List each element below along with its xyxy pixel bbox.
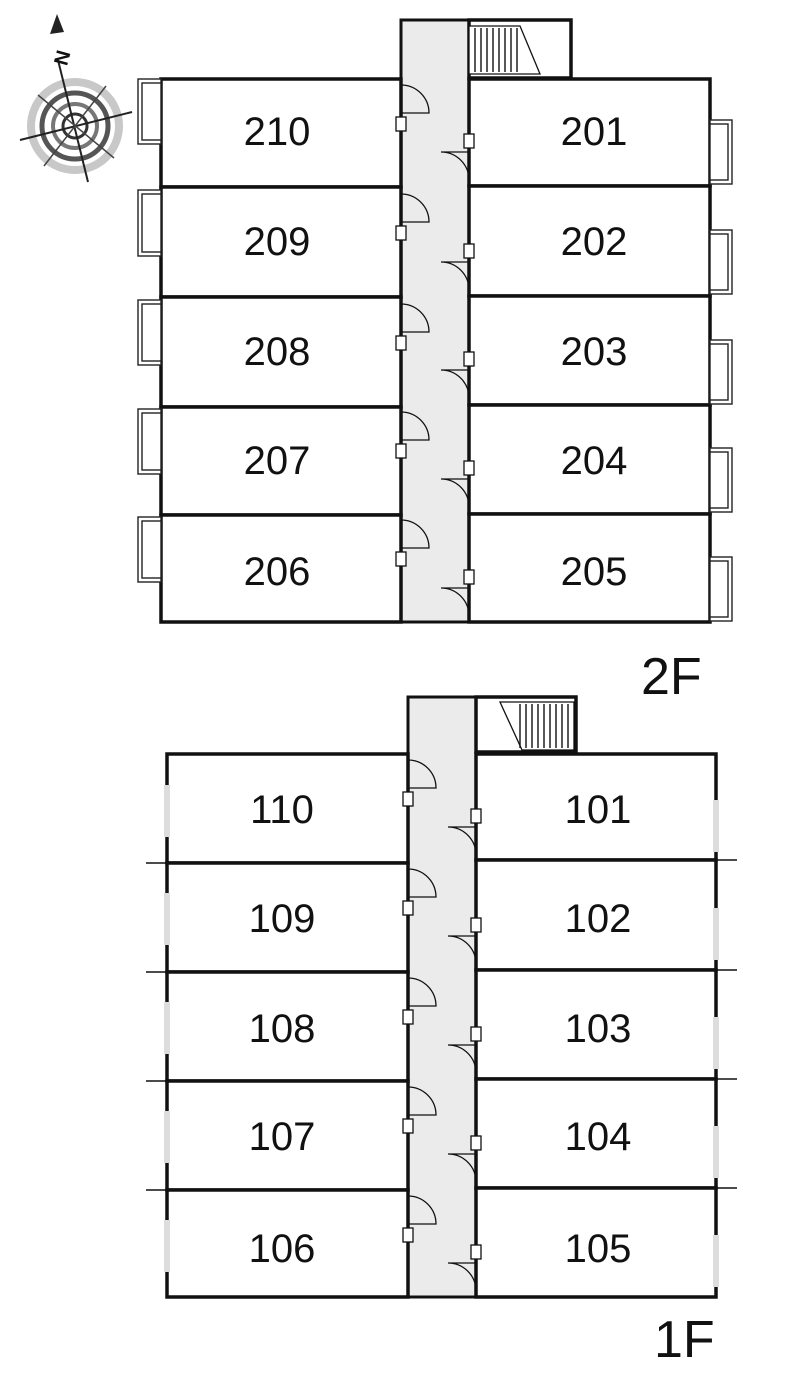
unit-number: 101 — [565, 788, 632, 832]
stair-icon-1f — [498, 701, 575, 751]
unit-number: 103 — [565, 1007, 632, 1051]
unit-102[interactable]: 102 — [474, 858, 718, 972]
unit-209[interactable]: 209 — [159, 185, 403, 299]
unit-205[interactable]: 205 — [467, 512, 712, 624]
compass-north-label: N — [51, 48, 76, 68]
unit-103[interactable]: 103 — [474, 968, 718, 1081]
doors-right-1f — [447, 808, 482, 1292]
unit-number: 203 — [561, 330, 628, 374]
unit-number: 206 — [244, 550, 311, 594]
unit-number: 104 — [565, 1115, 632, 1159]
unit-206[interactable]: 206 — [159, 513, 403, 624]
corridor-1f — [406, 695, 478, 1299]
unit-number: 202 — [561, 220, 628, 264]
unit-207[interactable]: 207 — [159, 405, 403, 517]
unit-number: 201 — [561, 110, 628, 154]
unit-110[interactable]: 110 — [165, 752, 410, 865]
unit-208[interactable]: 208 — [159, 295, 403, 409]
unit-104[interactable]: 104 — [474, 1077, 718, 1190]
unit-number: 207 — [244, 439, 311, 483]
doors-right-2f — [440, 133, 475, 617]
unit-203[interactable]: 203 — [467, 294, 712, 407]
compass-icon: N — [19, 14, 133, 183]
floor-2f: 210 209 208 207 206 201 202 203 — [137, 18, 733, 706]
unit-number: 110 — [250, 788, 314, 832]
partition-ticks-1f — [146, 785, 737, 1287]
unit-107[interactable]: 107 — [165, 1079, 410, 1192]
floor-label-2f: 2F — [641, 648, 702, 706]
unit-number: 107 — [249, 1115, 316, 1159]
corridor-2f — [399, 18, 471, 624]
balconies-right-2f — [709, 119, 733, 622]
unit-number: 102 — [565, 897, 632, 941]
doors-left-1f — [402, 759, 437, 1243]
unit-number: 108 — [249, 1007, 316, 1051]
unit-number: 209 — [244, 220, 311, 264]
unit-106[interactable]: 106 — [165, 1188, 410, 1299]
unit-number: 109 — [249, 897, 316, 941]
floor-1f: 110 109 108 107 106 101 102 103 — [146, 695, 737, 1369]
unit-number: 105 — [565, 1227, 632, 1271]
unit-number: 106 — [249, 1227, 316, 1271]
floor-label-1f: 1F — [654, 1311, 715, 1369]
unit-number: 210 — [244, 110, 311, 154]
unit-201[interactable]: 201 — [467, 77, 712, 188]
unit-101[interactable]: 101 — [474, 752, 718, 862]
unit-number: 205 — [561, 550, 628, 594]
unit-202[interactable]: 202 — [467, 184, 712, 298]
stair-icon-2f — [468, 25, 541, 75]
doors-left-2f — [395, 84, 430, 567]
unit-109[interactable]: 109 — [165, 861, 410, 974]
unit-105[interactable]: 105 — [474, 1186, 718, 1299]
unit-number: 204 — [561, 439, 628, 483]
unit-108[interactable]: 108 — [165, 970, 410, 1083]
balconies-left-2f — [137, 78, 162, 583]
unit-210[interactable]: 210 — [159, 77, 403, 189]
unit-204[interactable]: 204 — [467, 403, 712, 516]
unit-number: 208 — [244, 330, 311, 374]
